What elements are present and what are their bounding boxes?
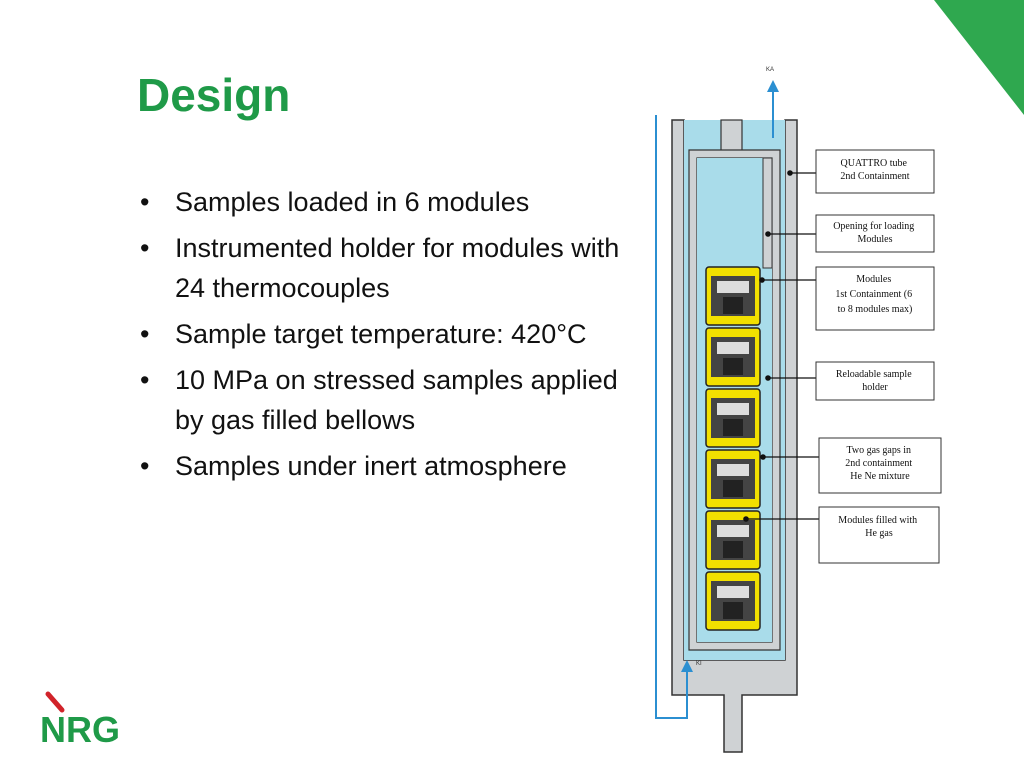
module [705,266,761,326]
callout-box: Two gas gaps in 2nd containment He Ne mi… [818,437,942,494]
bullet-item: • 10 MPa on stressed samples applied by g… [140,360,640,440]
bullet-item: • Sample target temperature: 420°C [140,314,640,354]
svg-text:QUATTRO tube 2nd Contain: QUATTRO tube 2nd Containment [840,158,909,182]
module-stack [705,266,761,631]
loading-opening [762,157,773,269]
module [705,449,761,509]
ka-arrow [767,80,779,138]
svg-text:Modules filled with He g: Modules filled with He gas [838,515,919,539]
bullet-item: • Samples under inert atmosphere [140,446,640,486]
bullet-item: • Samples loaded in 6 modules [140,182,640,222]
bullet-text: Instrumented holder for modules with 24 … [175,233,620,303]
bullet-text: Samples loaded in 6 modules [175,187,530,217]
bullet-glyph: • [140,365,150,395]
module [705,510,761,570]
bullet-text: 10 MPa on stressed samples applied by ga… [175,365,618,435]
callout-box: QUATTRO tube 2nd Containment [815,149,935,194]
callout-box: Reloadable sample holder [815,361,935,401]
bullet-glyph: • [140,233,150,263]
callout-box: Opening for loading Modules [815,214,935,253]
module [705,571,761,631]
bullet-list: • Samples loaded in 6 modules • Instrument… [140,182,640,492]
bullet-text: Samples under inert atmosphere [175,451,567,481]
nrg-logo: NRG [40,691,120,750]
module [705,388,761,448]
leader-lines [746,172,819,520]
slide-title: Design [137,69,291,121]
ki-arrow [655,115,693,719]
logo-red-stroke [45,691,65,713]
corner-accent [934,0,1024,115]
callout-box: Modules 1st Containment (6 to 8 modules … [815,266,935,331]
bullet-glyph: • [140,187,150,217]
bullet-text: Sample target temperature: 420°C [175,319,587,349]
svg-text:Modules 1st Containment: Modules 1st Containment (6 to 8 modules … [835,274,914,315]
ki-label: KI [696,661,702,667]
svg-text:Two gas gaps in 2nd cont: Two gas gaps in 2nd containment He Ne mi… [845,445,914,482]
bullet-glyph: • [140,319,150,349]
leader-dots [743,170,793,522]
bullet-glyph: • [140,451,150,481]
svg-text:Reloadable sample holder: Reloadable sample holder [836,369,914,393]
ka-label: KA [766,67,774,73]
bullet-item: • Instrumented holder for modules with 24… [140,228,640,308]
logo-text: NRG [40,709,120,750]
svg-text:Opening for loading Modu: Opening for loading Modules [833,221,917,245]
containment-diagram: KA KI QUATTRO tube 2nd Containment Openi… [655,67,942,753]
module [705,327,761,387]
callout-box: Modules filled with He gas [818,506,940,564]
